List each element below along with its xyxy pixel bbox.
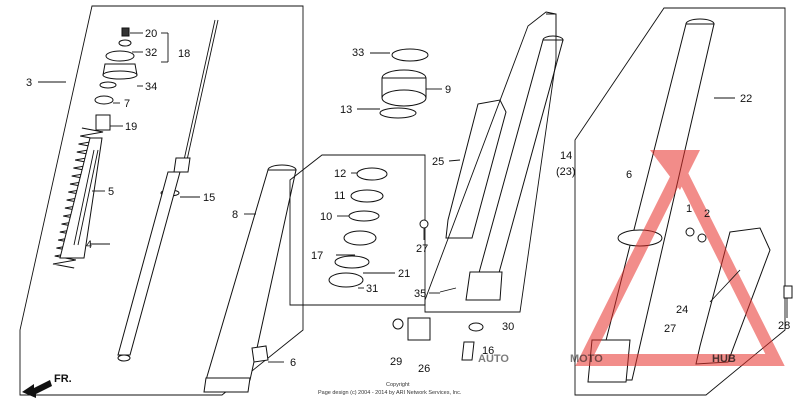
callout-4: 4: [86, 239, 92, 251]
leader-lines: [38, 32, 788, 363]
small-bolt: [419, 219, 429, 229]
callout-30: 30: [502, 321, 514, 333]
callout-18: 18: [178, 48, 190, 60]
callout-24: 24: [676, 304, 688, 316]
callout-16: 16: [482, 345, 494, 357]
callout-28: 28: [778, 320, 790, 332]
callout-27a: 27: [416, 243, 428, 255]
fork-slider: [203, 164, 297, 393]
left-group-outline: [19, 5, 304, 396]
copyright-line1: Copyright: [386, 382, 410, 388]
callout-9: 9: [445, 84, 451, 96]
watermark-logo: [575, 150, 785, 366]
washer: [468, 322, 484, 332]
bolt-2: [697, 233, 707, 243]
inner-group-outline: [424, 11, 557, 313]
damper-rod: [117, 19, 219, 362]
callout-5: 5: [108, 186, 114, 198]
callout-14b: (23): [556, 166, 576, 178]
callout-34: 34: [145, 81, 157, 93]
callout-27b: 27: [664, 323, 676, 335]
callout-13: 13: [340, 104, 352, 116]
fork-cap-assembly: [94, 27, 138, 131]
callout-33: 33: [352, 47, 364, 59]
callout-35: 35: [414, 288, 426, 300]
bolt-1: [685, 227, 695, 237]
right-group-outline: [574, 7, 786, 396]
callout-25: 25: [432, 156, 444, 168]
callout-11: 11: [334, 190, 345, 202]
callout-7: 7: [124, 98, 130, 110]
watermark-moto: MOTO: [570, 353, 603, 365]
callout-14: 14: [560, 150, 572, 162]
callout-26: 26: [418, 363, 430, 375]
callout-21: 21: [398, 268, 410, 280]
clip: [251, 345, 269, 363]
nut: [392, 318, 404, 330]
seal-stack: [328, 167, 388, 288]
watermark-hub: HUB: [712, 353, 736, 365]
upper-seal-group: [379, 48, 429, 119]
callout-3: 3: [26, 77, 32, 89]
fork-bellows: [59, 137, 103, 259]
callout-19: 19: [125, 121, 137, 133]
callout-15: 15: [203, 192, 215, 204]
callout-22: 22: [740, 93, 752, 105]
callout-31: 31: [366, 283, 378, 295]
right-fork-guard: [695, 227, 771, 365]
callout-10: 10: [320, 211, 332, 223]
callout-6a: 6: [290, 357, 296, 369]
front-label: FR.: [54, 373, 72, 385]
callout-2: 2: [704, 208, 710, 220]
copyright-line2: Page design (c) 2004 - 2014 by ARI Netwo…: [318, 390, 462, 396]
callout-29: 29: [390, 356, 402, 368]
callout-17: 17: [311, 250, 323, 262]
watermark-auto: AUTO: [478, 353, 509, 365]
callout-6b: 6: [626, 169, 632, 181]
callout-32: 32: [145, 47, 157, 59]
bolt: [461, 341, 475, 361]
seal-group-outline: [289, 154, 426, 306]
callout-20: 20: [145, 28, 157, 40]
clamp: [407, 317, 431, 341]
front-arrow: FR.: [22, 373, 72, 398]
callout-8: 8: [232, 209, 238, 221]
callout-12: 12: [334, 168, 346, 180]
pin: [439, 287, 457, 293]
callout-1: 1: [686, 203, 692, 215]
bolt-28: [783, 285, 793, 299]
